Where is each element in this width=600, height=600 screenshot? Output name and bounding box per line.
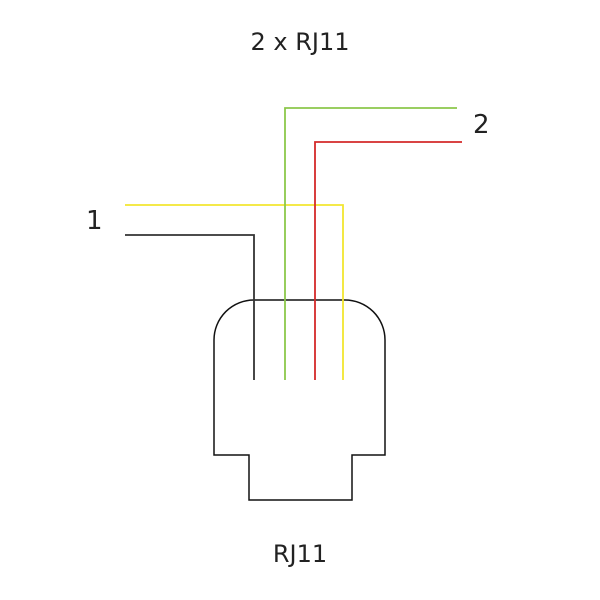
connector-caption: RJ11 bbox=[272, 540, 328, 568]
pair-2-label: 2 bbox=[473, 110, 490, 140]
wire-green bbox=[284, 107, 457, 380]
rj11-connector-outline bbox=[213, 299, 386, 501]
wire-red bbox=[314, 141, 462, 380]
wire-black bbox=[125, 234, 255, 380]
pair-1-label: 1 bbox=[86, 206, 103, 236]
diagram-title: 2 x RJ11 bbox=[250, 28, 350, 56]
wire-yellow bbox=[125, 204, 344, 380]
